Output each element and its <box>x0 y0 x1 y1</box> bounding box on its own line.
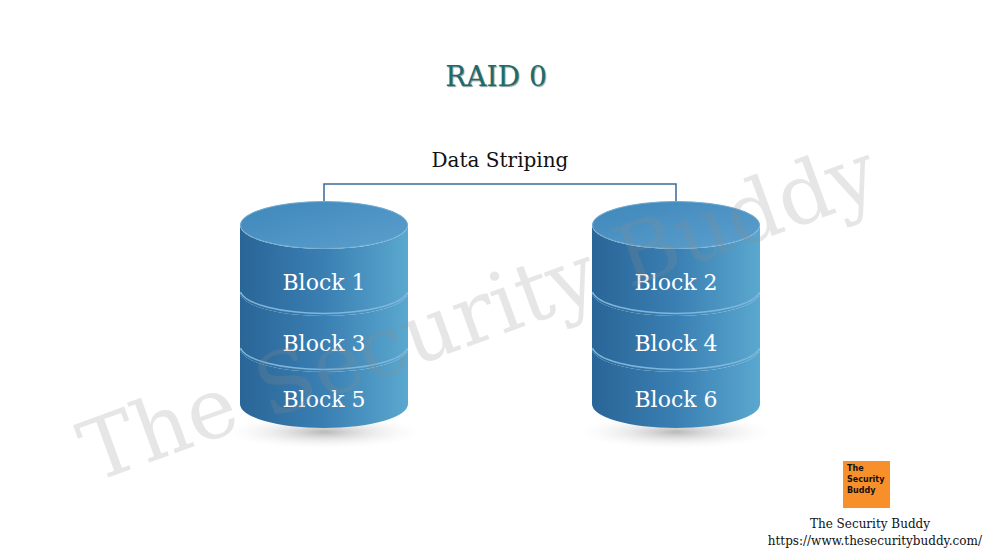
disk-block: Block 2 <box>592 201 760 316</box>
block-label: Block 3 <box>240 331 408 357</box>
disk-top <box>241 202 408 249</box>
block-label: Block 6 <box>592 387 760 413</box>
disk-band <box>240 201 408 316</box>
logo-text: The Security Buddy <box>847 463 883 496</box>
block-label: Block 4 <box>592 331 760 357</box>
block-label: Block 1 <box>240 270 408 296</box>
logo-box <box>843 461 890 508</box>
disk-block: Block 1 <box>240 201 408 316</box>
band-seam <box>593 292 760 313</box>
brand-name: The Security Buddy <box>810 517 930 531</box>
disk-top <box>593 202 760 249</box>
band-body <box>240 292 408 372</box>
edge-label: Data Striping <box>429 148 572 172</box>
block-label: Block 5 <box>240 387 408 413</box>
band-body <box>592 292 760 372</box>
band-seam <box>241 292 408 313</box>
diagram-title: RAID 0 <box>0 60 992 93</box>
band-seam <box>241 348 408 369</box>
striping-connector <box>324 184 676 201</box>
band-seam <box>593 348 760 369</box>
band-body <box>592 348 760 428</box>
disk-band <box>592 201 760 316</box>
band-body <box>240 348 408 428</box>
brand-url: https://www.thesecuritybuddy.com/ <box>768 534 982 548</box>
watermark: The Security Buddy <box>66 122 890 502</box>
block-label: Block 2 <box>592 270 760 296</box>
